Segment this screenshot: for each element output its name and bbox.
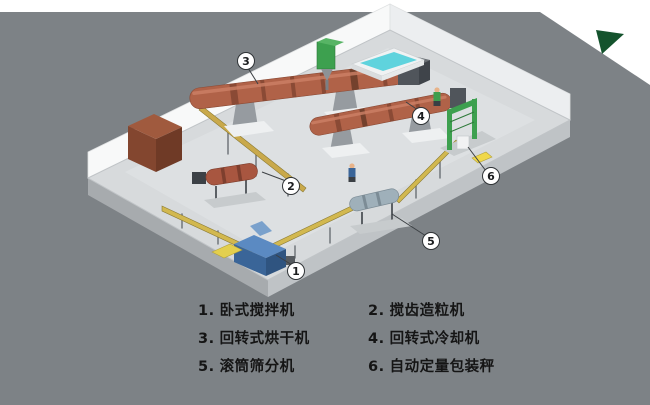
callout-lines — [247, 67, 487, 266]
legend-item-4: 4.回转式冷却机 — [368, 327, 495, 348]
legend-label: 卧式搅拌机 — [219, 303, 295, 319]
worker-figure-2 — [348, 163, 356, 182]
legend-item-3: 3.回转式烘干机 — [198, 327, 368, 348]
legend-label: 搅齿造粒机 — [389, 303, 465, 319]
legend-number: 5. — [198, 359, 215, 375]
packing-machine — [440, 98, 496, 156]
horizontal-mixer — [234, 221, 295, 276]
pallet-truck — [471, 151, 493, 164]
legend-number: 2. — [368, 303, 385, 319]
legend-item-1: 1.卧式搅拌机 — [198, 299, 368, 320]
callout-1: 1 — [287, 262, 305, 280]
legend-number: 4. — [368, 331, 385, 347]
callout-6: 6 — [482, 167, 500, 185]
water-tank — [350, 47, 426, 81]
drum-screener — [349, 188, 412, 234]
feeder-machine — [316, 38, 344, 90]
control-cabinet — [128, 114, 182, 172]
legend-label: 滚筒筛分机 — [219, 359, 295, 375]
factory-illustration — [0, 0, 650, 297]
legend-item-5: 5.滚筒筛分机 — [198, 355, 368, 376]
pallet — [211, 243, 243, 259]
legend-item-6: 6.自动定量包装秤 — [368, 355, 495, 376]
legend-label: 回转式冷却机 — [389, 331, 480, 347]
callout-4: 4 — [412, 107, 430, 125]
callout-2: 2 — [282, 177, 300, 195]
legend-label: 回转式烘干机 — [219, 331, 310, 347]
green-corner-shape — [596, 30, 624, 54]
callout-3: 3 — [237, 52, 255, 70]
worker-figure — [433, 87, 441, 106]
rotary-cooler — [309, 88, 466, 158]
legend-number: 3. — [198, 331, 215, 347]
legend: 1.卧式搅拌机 2.搅齿造粒机 3.回转式烘干机 4.回转式冷却机 5.滚筒筛分… — [198, 299, 495, 376]
legend-number: 1. — [198, 303, 215, 319]
callout-5: 5 — [422, 232, 440, 250]
top-right-white-corner — [540, 12, 650, 85]
top-white-strip — [0, 0, 650, 12]
granulator — [192, 163, 266, 208]
legend-item-2: 2.搅齿造粒机 — [368, 299, 495, 320]
legend-label: 自动定量包装秤 — [389, 359, 495, 375]
legend-number: 6. — [368, 359, 385, 375]
